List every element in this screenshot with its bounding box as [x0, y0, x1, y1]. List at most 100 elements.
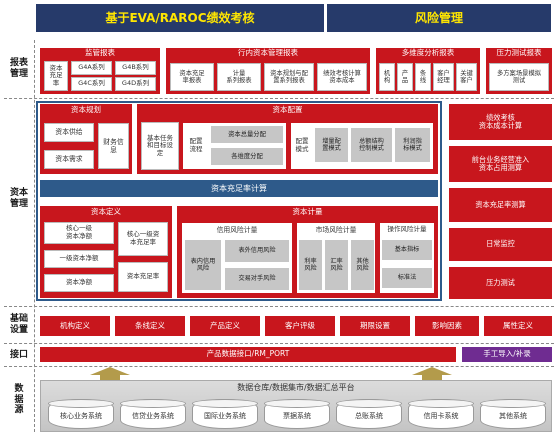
- row-label-datasource: 数 据 源: [14, 384, 24, 416]
- on-balance-credit-box: 表内信用 风险: [185, 240, 221, 290]
- allocation-flow-label: 配置 流程: [189, 137, 203, 153]
- credit-risk-title: 信用风险计量: [216, 225, 258, 234]
- interest-rate-risk-box: 利率 风险: [299, 240, 322, 290]
- basic-setting-item: 影响因素: [415, 316, 479, 336]
- bill-system-label: 票据系统: [283, 411, 311, 420]
- capital-measurement-panel: 资本计量 信用风险计量 表内信用 风险 表外信用风险 交易对手风险 市场风险计量…: [177, 206, 438, 298]
- multidim-item: 条 线: [415, 63, 431, 91]
- internal-report-item: 资本充足 率报表: [170, 63, 214, 91]
- financial-info-box: 财务信 息: [98, 123, 129, 169]
- header-left-bar: 基于EVA/RAROC绩效考核: [36, 4, 324, 32]
- credit-card-system-label: 信用卡系统: [423, 411, 459, 420]
- market-risk-title: 市场风险计量: [315, 225, 357, 234]
- credit-business-system: 信贷业务系统: [120, 399, 186, 429]
- multidim-item: 客户 经理: [433, 63, 454, 91]
- allocation-mode-item: 利润指 标模式: [395, 128, 430, 162]
- regulatory-item: G4B系列: [115, 61, 156, 75]
- eva-capital-cost-box: 绩效考核 资本成本计算: [449, 104, 552, 140]
- regulatory-reports-panel: 监管报表 资本 充足 率 G4A系列 G4B系列 G4C系列 G4D系列: [40, 48, 160, 94]
- general-ledger-system-label: 总账系统: [355, 411, 383, 420]
- regulatory-item: G4A系列: [71, 61, 112, 75]
- regulatory-car-box: 资本 充足 率: [44, 61, 68, 91]
- multidim-reports-title: 多维度分析报表: [401, 48, 455, 58]
- basic-setting-item: 条线定义: [115, 316, 185, 336]
- international-business-system-label: 国际业务系统: [204, 411, 246, 420]
- bill-system: 票据系统: [264, 399, 330, 429]
- capital-allocation-title: 资本配置: [272, 104, 303, 114]
- capital-allocation-panel: 资本配置 基本任务 和目标设 定 配置 流程 资本总量分配 各维度分配 配置 模…: [137, 104, 438, 174]
- internal-reports-panel: 行内资本管理报表 资本充足 率报表 计量 系列报表 资本规划与配 置系列报表 绩…: [166, 48, 370, 94]
- credit-card-system: 信用卡系统: [408, 399, 474, 429]
- up-arrow-icon: [412, 367, 452, 381]
- daily-monitoring-box: 日常监控: [449, 228, 552, 261]
- capital-measurement-title: 资本计量: [292, 206, 323, 216]
- separator-line: [4, 98, 554, 99]
- row-label-basic: 基础 设置: [9, 314, 28, 335]
- allocation-mode-label: 配置 模式: [295, 137, 309, 153]
- core-business-system: 核心业务系统: [48, 399, 114, 429]
- stress-test-box: 压力测试: [449, 267, 552, 299]
- other-system: 其他系统: [480, 399, 546, 429]
- internal-report-item: 绩效考核计算 资本成本: [317, 63, 367, 91]
- regulatory-item: G4C系列: [71, 77, 112, 91]
- multidim-item: 机 构: [379, 63, 395, 91]
- car-ratio-box: 资本充足率: [118, 262, 168, 292]
- basic-indicator-box: 基本指标: [382, 240, 432, 260]
- tier1-net-box: 一级资本净额: [44, 250, 114, 268]
- separator-line: [4, 366, 554, 367]
- general-ledger-system: 总账系统: [336, 399, 402, 429]
- core-tier1-ratio-box: 核心一级资 本充足率: [118, 222, 168, 256]
- separator-line: [34, 40, 35, 432]
- basic-setting-item: 机构定义: [40, 316, 110, 336]
- operational-risk-title: 操作风险计量: [387, 225, 427, 234]
- separator-line: [4, 306, 554, 307]
- basic-setting-item: 期限设置: [340, 316, 410, 336]
- allocation-mode-item: 增量配 置模式: [315, 128, 348, 162]
- basic-setting-item: 属性定义: [484, 316, 552, 336]
- capital-supply-box: 资本供给: [44, 123, 94, 142]
- multidim-item: 关键 客户: [456, 63, 477, 91]
- header-right-bar: 风险管理: [327, 4, 551, 32]
- stress-reports-panel: 压力测试报表 多方案场景模拟 测试: [486, 48, 552, 94]
- multidim-reports-panel: 多维度分析报表 机 构 产 品 条 线 客户 经理 关键 客户: [376, 48, 480, 94]
- internal-reports-title: 行内资本管理报表: [238, 48, 298, 58]
- row-label-reporting: 报表 管理: [9, 58, 28, 79]
- regulatory-reports-title: 监管报表: [85, 48, 115, 58]
- core-tier1-net-box: 核心一级 资本净额: [44, 222, 114, 244]
- separator-line: [4, 343, 554, 344]
- frontline-capital-test-box: 前台业务经营准入 资本占用测算: [449, 146, 552, 182]
- capital-net-box: 资本净额: [44, 274, 114, 292]
- manual-import-bar: 手工导入/补录: [462, 347, 552, 362]
- core-business-system-label: 核心业务系统: [60, 411, 102, 420]
- other-risk-box: 其他 风险: [351, 240, 374, 290]
- car-test-box: 资本充足率测算: [449, 188, 552, 222]
- international-business-system: 国际业务系统: [192, 399, 258, 429]
- allocation-flow-item: 各维度分配: [211, 148, 283, 165]
- internal-report-item: 资本规划与配 置系列报表: [264, 63, 314, 91]
- counterparty-risk-box: 交易对手风险: [225, 268, 289, 290]
- standard-approach-box: 标准法: [382, 268, 432, 288]
- car-calculation-bar: 资本充足率计算: [40, 180, 438, 197]
- allocation-mode-item: 总额结构 控制模式: [351, 128, 392, 162]
- credit-business-system-label: 信贷业务系统: [132, 411, 174, 420]
- row-label-capital: 资本 管理: [9, 188, 28, 209]
- capital-definition-title: 资本定义: [91, 206, 121, 216]
- product-data-interface-bar: 产品数据接口/RM_PORT: [40, 347, 456, 362]
- stress-reports-title: 压力测试报表: [496, 48, 542, 58]
- basic-setting-item: 客户评级: [265, 316, 335, 336]
- internal-report-item: 计量 系列报表: [217, 63, 261, 91]
- allocation-flow-item: 资本总量分配: [211, 126, 283, 143]
- up-arrow-icon: [90, 367, 130, 381]
- capital-definition-panel: 资本定义 核心一级 资本净额 一级资本净额 资本净额 核心一级资 本充足率 资本…: [40, 206, 172, 298]
- fx-risk-box: 汇率 风险: [325, 240, 348, 290]
- row-label-interface: 接口: [9, 349, 28, 360]
- stress-report-item: 多方案场景模拟 测试: [489, 63, 549, 91]
- regulatory-item: G4D系列: [115, 77, 156, 91]
- basic-setting-item: 产品定义: [190, 316, 260, 336]
- base-task-box: 基本任务 和目标设 定: [141, 122, 179, 170]
- capital-planning-title: 资本规划: [71, 104, 101, 114]
- multidim-item: 产 品: [397, 63, 413, 91]
- data-platform-title: 数据仓库/数据集市/数据汇总平台: [237, 383, 355, 393]
- other-system-label: 其他系统: [499, 411, 527, 420]
- capital-demand-box: 资本需求: [44, 150, 94, 169]
